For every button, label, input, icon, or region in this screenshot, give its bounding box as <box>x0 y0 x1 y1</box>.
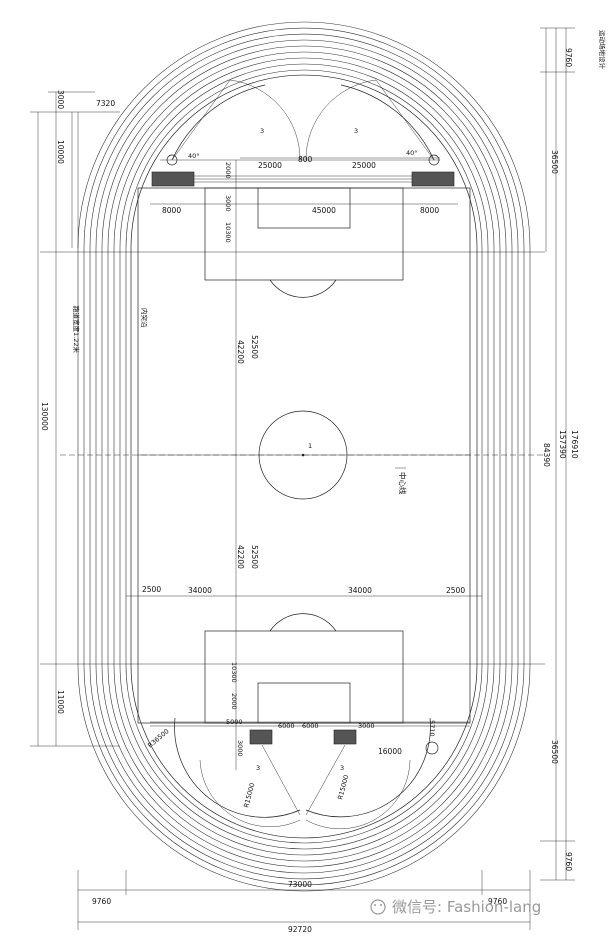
dim-mid-42200-bottom: 42200 <box>236 545 245 569</box>
dim-top-40deg-right: 40° <box>406 149 418 157</box>
dim-bot-92720: 92720 <box>288 925 312 934</box>
dim-top-8000-right: 8000 <box>420 206 439 215</box>
dim-bot-5710: 5710 <box>428 720 436 737</box>
dim-right-157390: 157390 <box>558 430 567 459</box>
dim-top-left-10000: 10000 <box>56 140 65 164</box>
dim-left-11000: 11000 <box>56 690 65 714</box>
bottom-goal-area <box>257 682 351 724</box>
dim-top-right-9760: 9760 <box>564 48 573 67</box>
dim-bottom-right-36500: 36500 <box>550 740 559 764</box>
dim-left-130000: 130000 <box>40 402 49 431</box>
top-event-area <box>151 79 455 187</box>
dim-bot-6000-left: 6000 <box>278 722 295 730</box>
dim-mid-2500-right: 2500 <box>446 586 465 595</box>
dim-bot-73000: 73000 <box>288 880 312 889</box>
dim-bot-r15000-left: R15000 <box>242 782 256 808</box>
lane-line-6 <box>95 39 513 874</box>
dim-bot-16000: 16000 <box>378 747 402 756</box>
dim-right-176910: 176910 <box>570 430 579 459</box>
dim-mid-42200-top: 42200 <box>236 340 245 364</box>
bottom-penalty-arc <box>269 613 337 632</box>
dim-top-2000: 2000 <box>224 162 232 179</box>
bottom-event-area <box>150 717 470 830</box>
dim-right-84390: 84390 <box>542 443 551 467</box>
dim-top-8000-left: 8000 <box>162 206 181 215</box>
dim-bot-3000-left: 3000 <box>236 740 244 757</box>
lane-line-1 <box>125 69 483 844</box>
dim-bot-r36500: R36500 <box>146 727 170 749</box>
dim-mid-34000-left: 34000 <box>188 586 212 595</box>
dim-top-45000: 45000 <box>312 206 336 215</box>
sector-label-right: 3 <box>354 127 358 135</box>
inner-edge-label: 内突沿 <box>140 308 149 328</box>
wechat-icon <box>370 899 386 915</box>
track-lanes <box>71 21 531 892</box>
jump-pit-bottom-right <box>333 729 357 745</box>
top-penalty-arc <box>269 279 337 298</box>
dim-top-40deg-left: 40° <box>188 152 200 160</box>
bottom-sector-label-right: 3 <box>340 764 344 772</box>
throwing-circle-bottom <box>425 741 439 755</box>
dim-bot-r15000-right: R15000 <box>336 774 350 800</box>
dim-top-left-7320: 7320 <box>96 99 115 108</box>
dim-top-3000-b: 3000 <box>224 195 232 212</box>
dim-bot-3000-right: 3000 <box>358 722 375 730</box>
top-goal-area <box>257 187 351 229</box>
jump-pit-bottom-left <box>249 729 273 745</box>
watermark: 微信号: Fashion-lang <box>370 898 541 916</box>
dim-bot-2000: 2000 <box>230 693 238 710</box>
lane-line-3 <box>113 57 495 856</box>
dim-mid-2500-left: 2500 <box>142 585 161 594</box>
jump-pit-right <box>411 171 455 187</box>
top-right-vertical-note: 运动场地设计 <box>598 30 607 70</box>
jump-pit-left <box>151 171 195 187</box>
lane-line-7 <box>89 33 519 880</box>
drawing-labels: 中心线 内突沿 跑道宽度1.22米 3 3 3 3 1 运动场地设计 <box>72 30 607 772</box>
dim-bot-6000-right: 6000 <box>302 722 319 730</box>
lane-line-2 <box>119 63 489 850</box>
dim-top-right-36500: 36500 <box>550 150 559 174</box>
bottom-sector-label-left: 3 <box>256 764 260 772</box>
football-field <box>40 187 545 724</box>
dim-mid-52500-bottom: 52500 <box>250 545 259 569</box>
dim-bot-5000: 5000 <box>226 718 243 726</box>
dimension-texts: 9760 36500 84390 157390 176910 36500 976… <box>40 48 579 934</box>
dim-mid-34000-right: 34000 <box>348 586 372 595</box>
sector-label-left: 3 <box>260 127 264 135</box>
dim-bottom-right-9760: 9760 <box>564 852 573 871</box>
lane-line-4 <box>107 51 501 862</box>
dim-bot-9760-left: 9760 <box>92 897 111 906</box>
dim-top-25000-right: 25000 <box>352 161 376 170</box>
dim-top-10300: 10300 <box>224 222 232 243</box>
lane-line-5 <box>101 45 507 868</box>
dim-mid-52500-top: 52500 <box>250 335 259 359</box>
straight-lane-label: 跑道宽度1.22米 <box>72 306 81 353</box>
dim-top-25000-left: 25000 <box>258 161 282 170</box>
watermark-text: 微信号: Fashion-lang <box>392 898 541 916</box>
inner-curb <box>130 74 478 839</box>
dim-top-left-3000: 3000 <box>56 90 65 109</box>
track-outer-edge <box>77 21 531 892</box>
dim-top-800: 800 <box>298 155 313 164</box>
dim-bot-9760-right: 9760 <box>488 897 507 906</box>
center-circle-number: 1 <box>308 442 312 450</box>
dim-bot-10300: 10300 <box>230 662 238 683</box>
top-penalty-area <box>204 187 404 281</box>
center-line-label: 中心线 <box>398 472 408 495</box>
lane-line-8 <box>83 27 525 886</box>
dimension-lines <box>30 27 575 930</box>
